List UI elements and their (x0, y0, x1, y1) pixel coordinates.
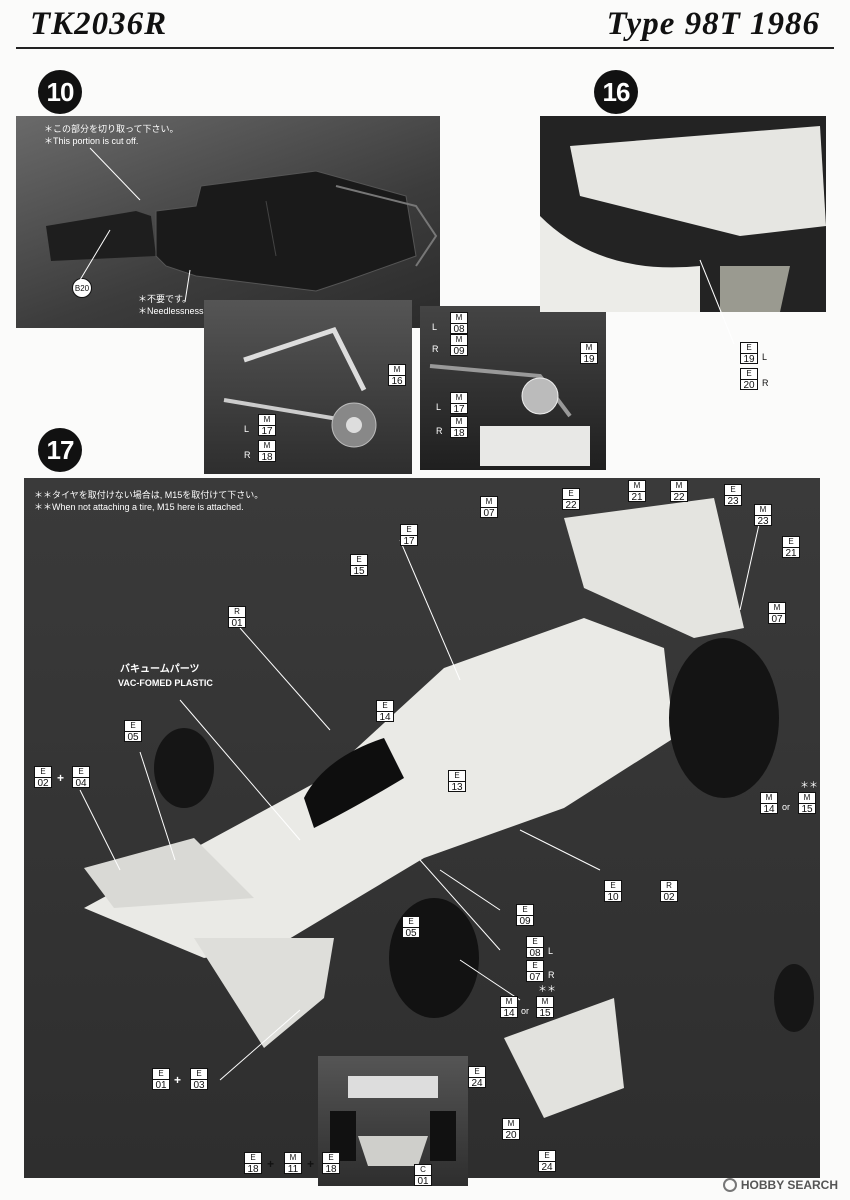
step-number-10: 10 (38, 70, 82, 114)
undertray-illustration (46, 170, 438, 292)
side-l: L (762, 352, 768, 362)
side-r: R (244, 450, 251, 460)
side-r: R (432, 344, 439, 354)
callout-b20: B20 (72, 278, 92, 298)
note-cut-jp: ＊この部分を切り取って下さい。 (44, 124, 179, 134)
note-needless-jp: ＊不要です。 (138, 294, 192, 304)
watermark: HOBBY SEARCH (722, 1178, 838, 1192)
step-16-photo (540, 116, 826, 312)
plus: + (307, 1157, 315, 1171)
model-code: TK2036R (30, 6, 168, 42)
inset-front-suspension (204, 300, 412, 474)
inset-rear-suspension (420, 306, 606, 470)
header-rule (16, 47, 834, 49)
note-needless-en: ＊Needlessness. (138, 306, 207, 316)
side-r: R (762, 378, 769, 388)
vac-label-jp: バキュームパーツ (120, 664, 200, 675)
note-tire-jp: ＊＊タイヤを取付けない場合は, M15を取付けて下さい。 (34, 490, 264, 500)
vac-label-en: VAC-FOMED PLASTIC (118, 678, 213, 688)
stars: ＊＊ (538, 984, 557, 994)
or: or (782, 802, 791, 812)
note-tire-en: ＊＊When not attaching a tire, M15 here is… (34, 502, 244, 512)
watermark-text: HOBBY SEARCH (740, 1178, 838, 1192)
side-r: R (436, 426, 443, 436)
side-l: L (548, 946, 554, 956)
side-l: L (244, 424, 250, 434)
hobby-search-logo-icon (722, 1178, 737, 1192)
side-l: L (432, 322, 438, 332)
car-illustration (84, 498, 814, 1118)
note-cut-en: ＊This portion is cut off. (44, 136, 139, 146)
side-l: L (436, 402, 442, 412)
plus: + (57, 771, 65, 785)
or: or (521, 1006, 530, 1016)
step-number-17: 17 (38, 428, 82, 472)
side-r: R (548, 970, 555, 980)
plus: + (174, 1073, 182, 1087)
model-title: Type 98T 1986 (606, 6, 820, 42)
step-10-photo: ＊この部分を切り取って下さい。 ＊This portion is cut off… (16, 116, 440, 328)
step-number-16: 16 (594, 70, 638, 114)
stars: ＊＊ (800, 780, 819, 790)
plus: + (267, 1157, 275, 1171)
inset-rear-view (318, 1056, 468, 1186)
